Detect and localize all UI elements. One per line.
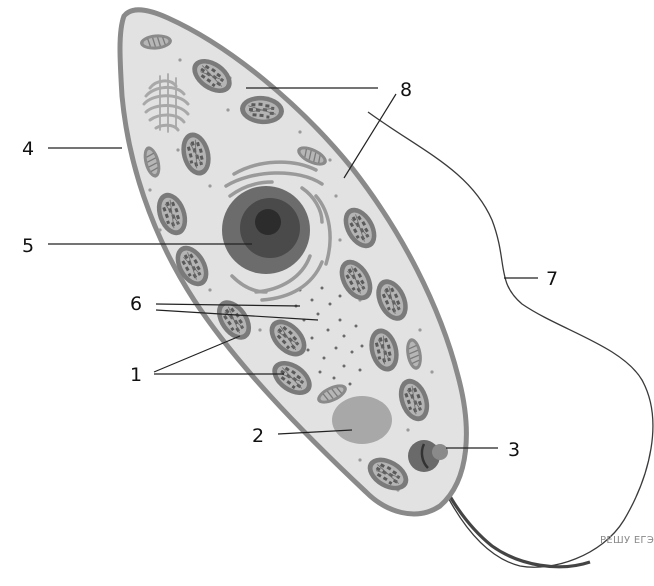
label-4: 4 — [22, 138, 34, 160]
label-2: 2 — [252, 425, 264, 447]
label-7: 7 — [546, 268, 558, 290]
label-8: 8 — [400, 79, 412, 101]
nucleus — [222, 186, 310, 274]
contractile-vacuole — [332, 396, 392, 444]
label-3: 3 — [508, 439, 520, 461]
label-5: 5 — [22, 235, 34, 257]
watermark: РЕШУ ЕГЭ — [600, 535, 654, 546]
label-1: 1 — [130, 364, 142, 386]
label-6: 6 — [130, 293, 142, 315]
